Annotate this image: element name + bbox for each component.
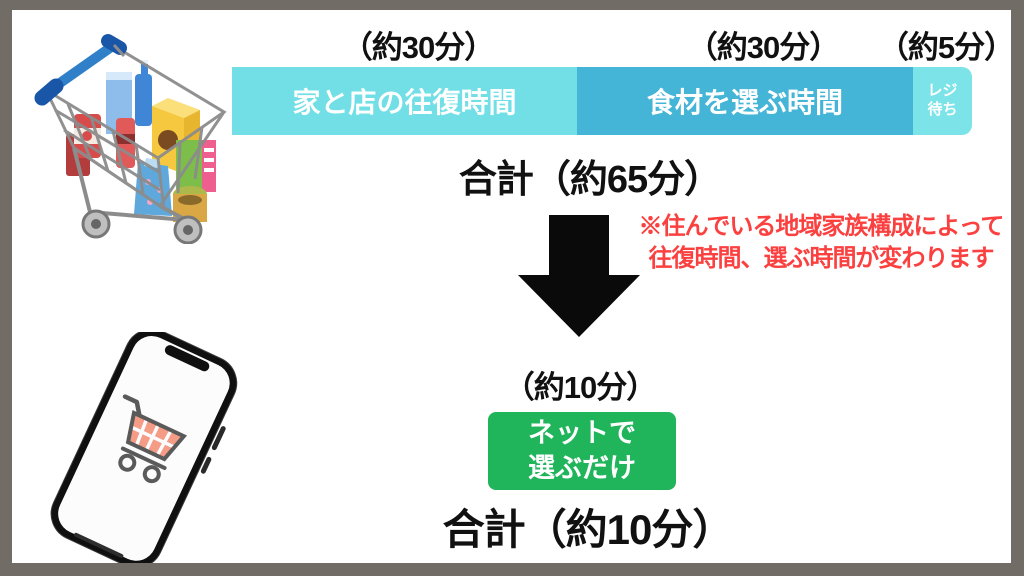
- online-total-label: 合計（約10分）: [442, 506, 735, 553]
- badge-line1: ネットで: [528, 418, 636, 448]
- cart-basket-wires: [43, 44, 227, 211]
- store-total-label: 合計（約65分）: [458, 159, 722, 201]
- bar-segment-choose-food: 食材を選ぶ時間: [577, 67, 913, 135]
- bar-segment-home-store-roundtrip: 家と店の往復時間: [232, 67, 577, 135]
- phone-notch: [164, 345, 210, 372]
- cart-handle: [34, 34, 127, 106]
- online-time-label: （約10分）: [503, 370, 657, 405]
- bar-segment-label: 家と店の往復時間: [292, 87, 517, 118]
- store-time-label-choose: （約30分）: [686, 30, 840, 65]
- store-time-bar: 家と店の往復時間 食材を選ぶ時間 レジ 待ち: [232, 67, 972, 135]
- cart-chassis: [72, 147, 203, 244]
- screen-cart-icon: [118, 394, 188, 484]
- variation-note-line1: ※住んでいる地域家族構成によって: [638, 213, 1005, 240]
- bar-segment-label: 食材を選ぶ時間: [646, 87, 843, 118]
- register-wait-line2: 待ち: [927, 101, 958, 118]
- smartphone-illustration: [50, 332, 238, 563]
- variation-note: ※住んでいる地域家族構成によって 往復時間、選ぶ時間が変わります: [616, 211, 1011, 275]
- online-choose-badge: ネットで 選ぶだけ: [488, 412, 676, 490]
- bar-segment-label: レジ 待ち: [927, 82, 957, 120]
- shopping-cart-illustration: [34, 34, 227, 244]
- variation-note-line2: 往復時間、選ぶ時間が変わります: [648, 245, 995, 272]
- badge-line2: 選ぶだけ: [528, 453, 636, 483]
- store-time-label-register: （約5分）: [877, 30, 1015, 65]
- bar-segment-register-wait: レジ 待ち: [913, 67, 972, 135]
- down-arrow-icon: [518, 215, 640, 337]
- register-wait-line1: レジ: [927, 82, 958, 100]
- groceries-group: [66, 60, 216, 222]
- store-time-label-roundtrip: （約30分）: [341, 30, 495, 65]
